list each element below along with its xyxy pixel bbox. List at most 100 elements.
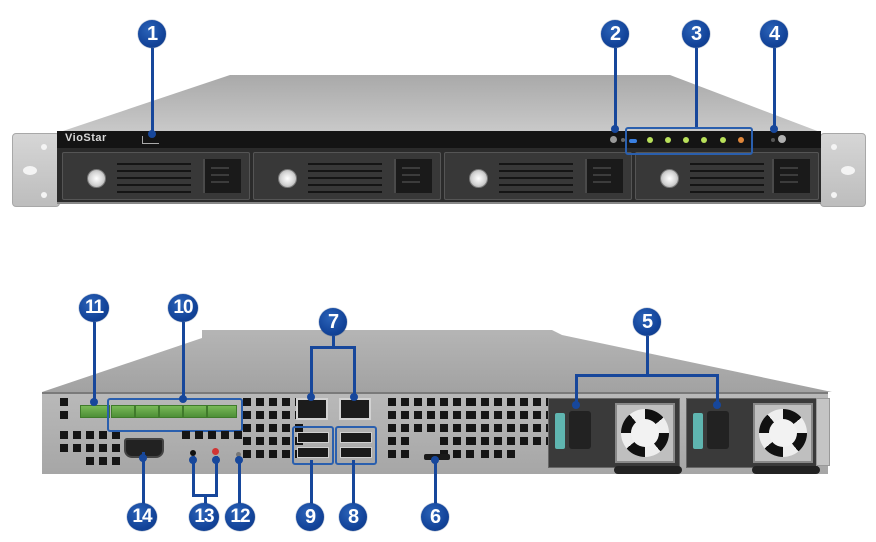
callout-14: 14 (127, 503, 157, 531)
tray-lock-icon[interactable] (87, 169, 106, 188)
callout-7-bracket (310, 346, 355, 349)
callout-13-leader (204, 494, 207, 506)
callout-1-anchor (148, 130, 156, 138)
drive-tray-1[interactable] (62, 152, 250, 200)
callout-11-anchor (90, 398, 98, 406)
terminal-block-10a[interactable] (111, 405, 135, 418)
tray-vent (690, 170, 764, 172)
tray-latch[interactable] (203, 159, 241, 193)
audio-jack-black[interactable] (190, 450, 196, 456)
drive-tray-4[interactable] (635, 152, 819, 200)
callout-5-leader (646, 336, 649, 376)
callout-7: 7 (319, 308, 347, 336)
tray-latch[interactable] (585, 159, 623, 193)
tray-vent (117, 163, 191, 165)
audio-jack-red[interactable] (212, 448, 219, 455)
callout-1: 1 (138, 20, 166, 48)
tray-lock-icon[interactable] (660, 169, 679, 188)
psu-power-inlet[interactable] (707, 411, 729, 449)
callout-11: 11 (79, 294, 109, 322)
lcd-indicator (142, 136, 159, 144)
callout-4-leader (773, 48, 776, 130)
callout-2-anchor (611, 125, 619, 133)
rear-right-bracket (816, 398, 830, 466)
callout-3: 3 (682, 20, 710, 48)
tray-vent (499, 191, 573, 193)
status-led-2 (647, 137, 653, 143)
drive-tray-3[interactable] (444, 152, 632, 200)
tray-latch[interactable] (772, 159, 810, 193)
callout-13-anchor-left (189, 456, 197, 464)
tray-vent (308, 163, 382, 165)
tray-vent (308, 170, 382, 172)
drive-tray-2[interactable] (253, 152, 441, 200)
tray-latch[interactable] (394, 159, 432, 193)
vent-grille-left (60, 398, 68, 419)
tray-vent (690, 177, 764, 179)
callout-5-anchor-right (713, 401, 721, 409)
callout-9: 9 (296, 503, 324, 531)
reset-button[interactable] (236, 452, 241, 457)
callout-1-leader (151, 48, 154, 134)
brand-label: VioStar (65, 132, 107, 144)
callout-12-leader (238, 458, 241, 506)
callout-10-anchor (179, 395, 187, 403)
psu-release-latch[interactable] (555, 413, 565, 449)
callout-8-leader (352, 460, 355, 506)
status-led-3 (665, 137, 671, 143)
ear-screw-hole (831, 192, 837, 198)
ear-screw-hole (831, 144, 837, 150)
callout-2-leader (614, 48, 617, 130)
tray-lock-icon[interactable] (469, 169, 488, 188)
terminal-block-10c[interactable] (159, 405, 183, 418)
lan-port-2[interactable] (339, 398, 371, 420)
terminal-block-11[interactable] (80, 405, 110, 418)
tray-lock-icon[interactable] (278, 169, 297, 188)
psu-fan-1 (615, 403, 675, 463)
reset-led (621, 138, 625, 142)
power-supply-2[interactable] (686, 398, 818, 468)
psu-handle-1[interactable] (614, 466, 682, 474)
tray-vent (499, 177, 573, 179)
power-button[interactable] (778, 135, 786, 143)
usb-9-highlight (292, 426, 334, 465)
callout-9-leader (310, 460, 313, 506)
psu-power-inlet[interactable] (569, 411, 591, 449)
tray-vent (308, 177, 382, 179)
tray-vent (690, 191, 764, 193)
psu-release-latch[interactable] (693, 413, 703, 449)
power-supply-1[interactable] (548, 398, 680, 468)
front-chassis-top-cover (60, 75, 820, 132)
callout-7-anchor-right (350, 393, 358, 401)
usb-copy-button[interactable] (610, 136, 617, 143)
terminal-block-10d[interactable] (183, 405, 207, 418)
psu-handle-2[interactable] (752, 466, 820, 474)
usb-8-highlight (335, 426, 377, 465)
callout-10: 10 (168, 294, 198, 322)
right-rack-ear (820, 133, 866, 207)
callout-5-bracket (575, 374, 718, 377)
tray-vent (499, 163, 573, 165)
status-led-1 (629, 139, 637, 143)
usb-port-9b[interactable] (297, 447, 329, 458)
lan-port-1[interactable] (296, 398, 328, 420)
usb-port-9a[interactable] (297, 432, 329, 443)
vent-grille-left-lower (60, 431, 120, 465)
terminal-block-10b[interactable] (135, 405, 159, 418)
callout-14-leader (142, 452, 145, 510)
usb-port-8a[interactable] (340, 432, 372, 443)
callout-10-leader (182, 322, 185, 398)
callout-5: 5 (633, 308, 661, 336)
callout-7-anchor-left (307, 393, 315, 401)
fan-hub (631, 419, 659, 447)
tray-vent (117, 170, 191, 172)
tray-vent (117, 184, 191, 186)
terminal-block-10e[interactable] (207, 405, 237, 418)
callout-7-leader-right (353, 346, 356, 396)
callout-13-leader-left (192, 456, 195, 496)
callout-8: 8 (339, 503, 367, 531)
rear-chassis-top-cover (42, 330, 832, 392)
usb-port-8b[interactable] (340, 447, 372, 458)
tray-vent (499, 170, 573, 172)
callout-6-leader (434, 458, 437, 506)
